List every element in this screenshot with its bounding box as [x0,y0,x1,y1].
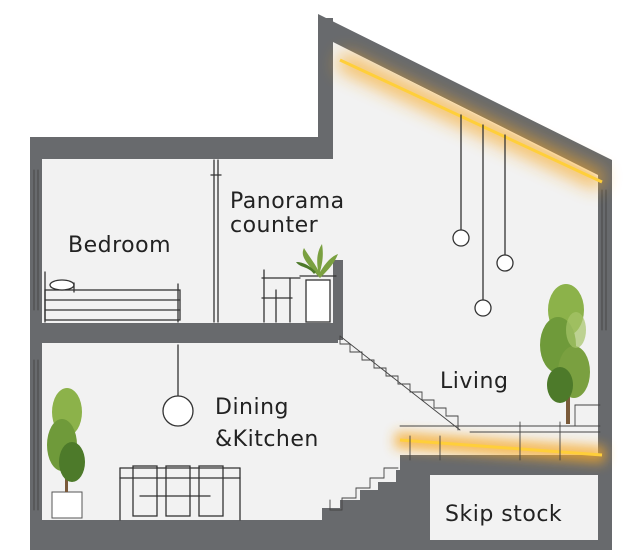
upper-floor-slab [30,323,338,343]
bedroom-partition [210,159,222,323]
bedroom-label: Bedroom [68,233,171,258]
panorama-counter [261,269,337,323]
left-roof-slab [30,137,333,159]
dining-table [119,465,241,521]
dining-pendant [162,344,194,427]
living-platform [399,404,601,461]
floor-indirect-light [394,432,606,463]
left-wall [30,137,42,550]
dining-label-line1: Dining [215,395,289,420]
skip-floor-slab [400,455,612,475]
pendant-light-2 [474,299,492,317]
roof-slab [318,14,612,182]
pendant-light-1 [452,229,470,247]
clerestory-wall [318,18,333,159]
mezzanine-slab-end [333,260,343,340]
skip-stock-label: Skip stock [445,502,562,527]
pendant-lights [452,114,514,317]
staircase [329,335,461,511]
bed [44,271,181,323]
roof-indirect-light [336,51,606,191]
living-label: Living [440,369,508,394]
left-windows [33,169,39,511]
right-windows [601,189,607,331]
right-wall [598,170,612,550]
panorama-label-line2: counter [230,213,319,238]
pendant-light-3 [496,254,514,272]
counter-plant [296,244,338,278]
dining-tree [47,388,85,519]
panorama-label-line1: Panorama [230,189,345,214]
living-tree [540,284,590,424]
dining-label-line2: &Kitchen [215,427,319,452]
skip-stock-room [430,478,598,540]
